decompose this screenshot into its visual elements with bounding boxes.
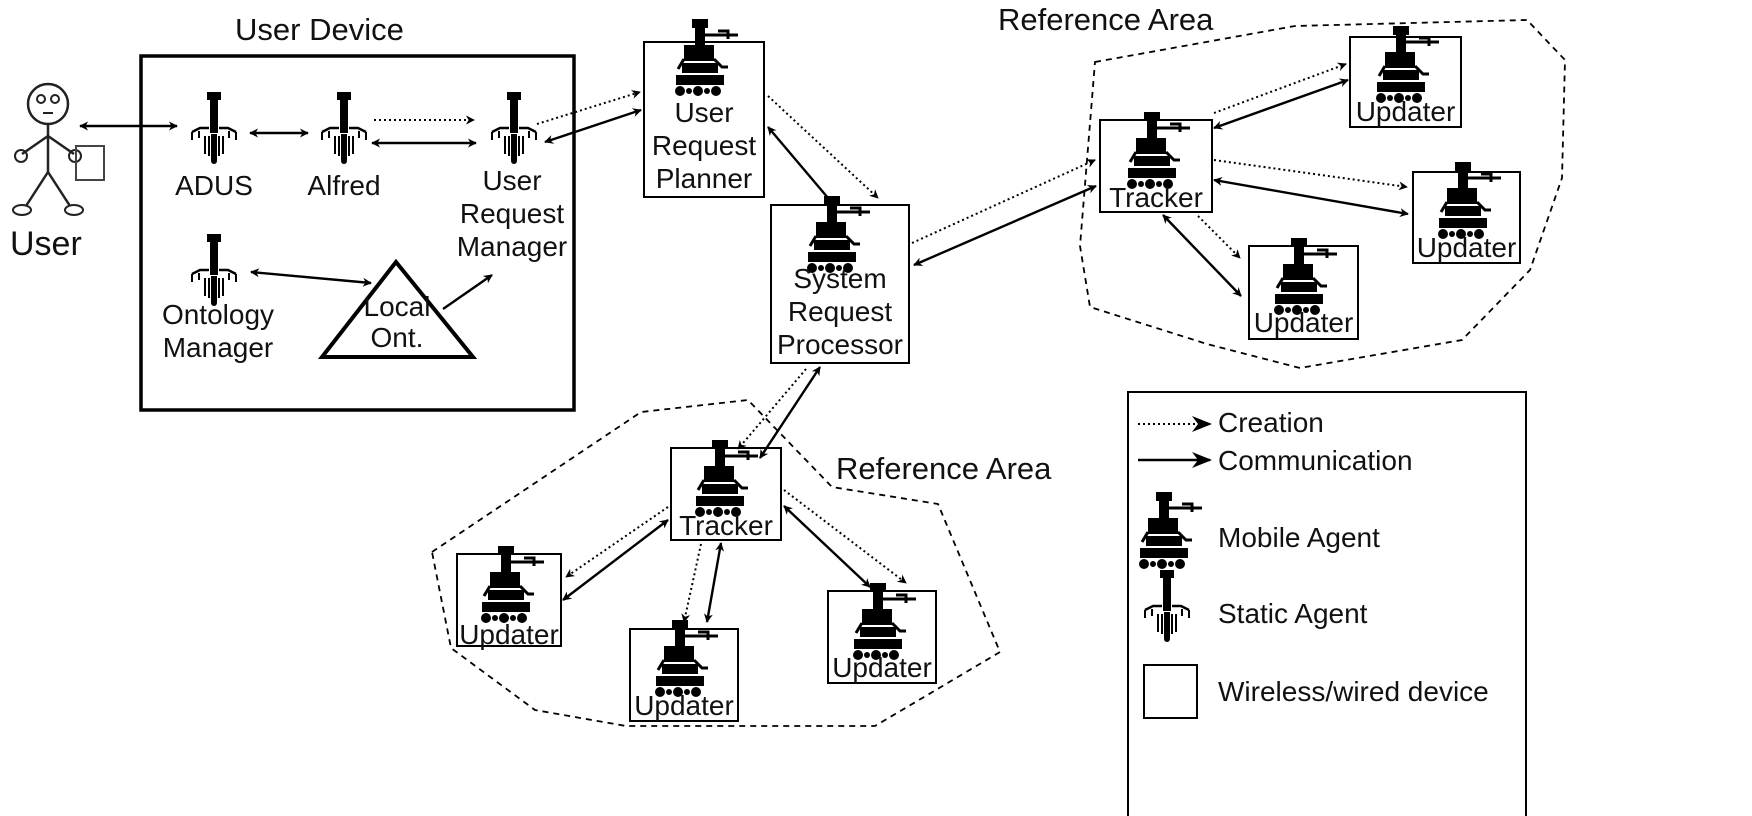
reference-area-bottom-polygon xyxy=(431,399,1002,727)
updater-b3-label: Updater xyxy=(832,652,932,683)
legend-device-label: Wireless/wired device xyxy=(1218,676,1489,707)
adus-static-agent-icon xyxy=(190,90,238,166)
user-device-title: User Device xyxy=(235,12,404,47)
updater-b2-label: Updater xyxy=(634,690,734,721)
legend-communication-label: Communication xyxy=(1218,445,1413,476)
communication-arrows xyxy=(79,78,1409,623)
updater-tr1-label: Updater xyxy=(1355,96,1456,127)
reference-area-bottom-title: Reference Area xyxy=(836,451,1052,486)
tracker-bottom-label: Tracker xyxy=(679,510,773,541)
legend-creation-label: Creation xyxy=(1218,407,1324,438)
user-label: User xyxy=(10,225,82,263)
tracker-top-label: Tracker xyxy=(1109,182,1203,213)
user-figure-icon xyxy=(11,82,106,217)
updater-tr3-label: Updater xyxy=(1253,307,1354,338)
updater-b1-label: Updater xyxy=(459,619,559,650)
adus-label: ADUS xyxy=(175,170,253,201)
updater-tr2-label: Updater xyxy=(1416,232,1517,263)
reference-area-top-title: Reference Area xyxy=(998,2,1214,37)
alfred-label: Alfred xyxy=(307,170,381,201)
legend-device-icon xyxy=(1143,664,1198,719)
legend-static-agent-label: Static Agent xyxy=(1218,598,1368,629)
legend-mobile-agent-label: Mobile Agent xyxy=(1218,522,1380,553)
alfred-static-agent-icon xyxy=(320,90,368,166)
urm-static-agent-icon xyxy=(490,90,538,166)
local-ontology-triangle xyxy=(317,258,478,359)
creation-arrows xyxy=(374,62,1408,623)
ontology-manager-static-agent-icon xyxy=(190,232,238,308)
user-device-box xyxy=(139,54,576,412)
reference-area-top-polygon xyxy=(1079,19,1566,369)
